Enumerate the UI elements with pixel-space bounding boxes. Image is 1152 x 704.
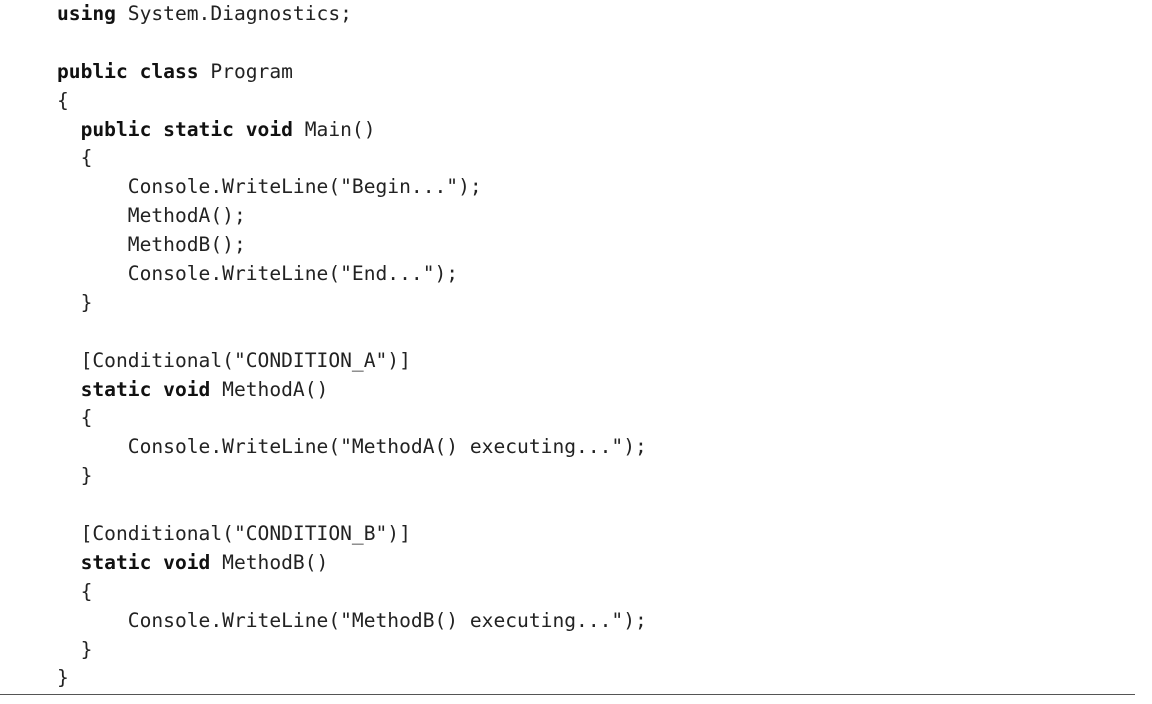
code-line: [Conditional("CONDITION_A")]: [57, 347, 647, 376]
code-text: [Conditional("CONDITION_A")]: [57, 348, 411, 372]
code-keyword: public class: [57, 59, 199, 83]
code-text: [Conditional("CONDITION_B")]: [57, 522, 411, 546]
code-text: [57, 118, 81, 141]
code-text: MethodA(): [210, 377, 329, 401]
code-line: MethodB();: [57, 231, 647, 260]
code-text: Program: [198, 59, 293, 83]
code-text: }: [57, 464, 93, 488]
code-line: {: [57, 87, 647, 116]
code-line: }: [57, 664, 647, 693]
code-text: MethodB(): [210, 550, 329, 574]
code-text: [57, 551, 81, 574]
code-line: static void MethodB(): [57, 549, 647, 578]
code-text: Main(): [292, 117, 376, 141]
code-text: Console.WriteLine("End...");: [57, 262, 459, 286]
code-keyword: static void: [80, 377, 211, 401]
code-text: }: [57, 290, 93, 314]
code-line: using System.Diagnostics;: [57, 0, 647, 29]
code-text: {: [57, 146, 93, 170]
code-line: {: [57, 404, 647, 433]
code-text: {: [57, 88, 69, 112]
code-text: [57, 378, 81, 401]
code-text: System.Diagnostics;: [115, 2, 352, 25]
code-block: using System.Diagnostics; public class Pr…: [57, 0, 647, 693]
code-line: MethodA();: [57, 202, 647, 231]
code-line: {: [57, 144, 647, 173]
code-line: Console.WriteLine("End...");: [57, 260, 647, 289]
code-text: {: [57, 579, 93, 603]
code-line: Console.WriteLine("Begin...");: [57, 173, 647, 202]
code-keyword: using: [57, 2, 116, 25]
code-line: }: [57, 462, 647, 491]
code-line: [57, 491, 647, 520]
code-line: Console.WriteLine("MethodB() executing..…: [57, 607, 647, 636]
code-line: [57, 318, 647, 347]
code-text: {: [57, 406, 93, 430]
code-line: }: [57, 289, 647, 318]
code-line: static void MethodA(): [57, 376, 647, 405]
code-line: public class Program: [57, 58, 647, 87]
code-line: {: [57, 578, 647, 607]
code-text: }: [57, 637, 93, 661]
code-text: Console.WriteLine("MethodA() executing..…: [57, 435, 647, 459]
bottom-rule: [0, 694, 1135, 695]
code-text: MethodA();: [57, 204, 246, 228]
code-line: [Conditional("CONDITION_B")]: [57, 520, 647, 549]
code-keyword: static void: [80, 550, 211, 574]
code-text: MethodB();: [57, 233, 246, 257]
code-text: Console.WriteLine("Begin...");: [57, 175, 482, 199]
code-keyword: public static void: [80, 117, 293, 141]
code-line: public static void Main(): [57, 116, 647, 145]
code-text: }: [57, 666, 69, 690]
code-line: Console.WriteLine("MethodA() executing..…: [57, 433, 647, 462]
code-line: }: [57, 636, 647, 665]
code-text: Console.WriteLine("MethodB() executing..…: [57, 608, 647, 632]
code-line: [57, 29, 647, 58]
